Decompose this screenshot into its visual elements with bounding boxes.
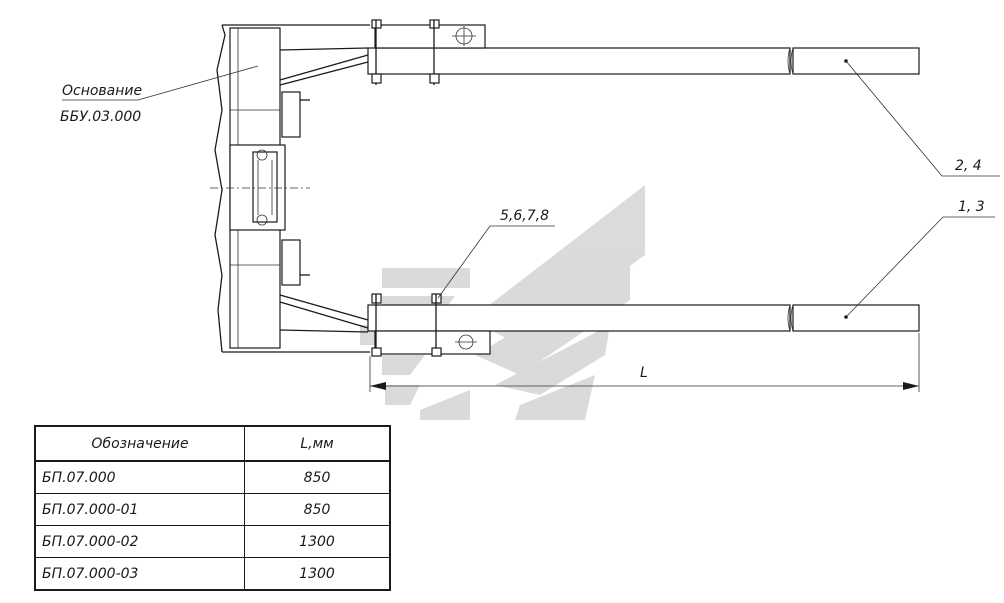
base-code-label: ББУ.03.000 — [60, 109, 141, 125]
callouts: Основание ББУ.03.000 2, 4 1, 3 5,6,7,8 — [60, 60, 1000, 318]
table-header-row: Обозначение L,мм — [34, 425, 391, 462]
row-length: 850 — [244, 493, 391, 526]
row-length: 1300 — [244, 557, 391, 591]
callout-upper-label: 2, 4 — [955, 158, 982, 174]
callout-fasteners-label: 5,6,7,8 — [500, 208, 549, 224]
row-designation: БП.07.000-01 — [34, 493, 245, 526]
table-row: БП.07.000-03 1300 — [34, 557, 391, 591]
row-designation: БП.07.000-02 — [34, 525, 245, 558]
lower-beam — [367, 293, 920, 357]
base-name-label: Основание — [62, 83, 142, 99]
specification-table: Обозначение L,мм БП.07.000 850 БП.07.000… — [34, 425, 391, 591]
dimension-l: L — [369, 333, 920, 392]
row-length: 1300 — [244, 525, 391, 558]
row-designation: БП.07.000 — [34, 460, 245, 494]
row-designation: БП.07.000-03 — [34, 557, 245, 591]
header-designation: Обозначение — [34, 425, 245, 462]
table-row: БП.07.000 850 — [34, 460, 391, 494]
table-row: БП.07.000-02 1300 — [34, 525, 391, 558]
table-row: БП.07.000-01 850 — [34, 493, 391, 526]
base-assembly — [210, 24, 370, 353]
callout-lower-label: 1, 3 — [958, 199, 985, 215]
header-length: L,мм — [244, 425, 391, 462]
dimension-label: L — [640, 365, 648, 381]
row-length: 850 — [244, 460, 391, 494]
upper-beam — [367, 19, 920, 85]
